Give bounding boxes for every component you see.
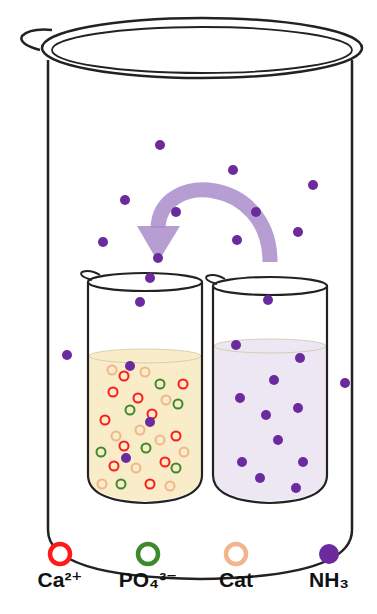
ion-ring — [142, 444, 151, 453]
ion-ring — [98, 480, 107, 489]
legend-swatch — [226, 544, 246, 564]
ion-ring — [120, 442, 129, 451]
ammonia-dot — [298, 457, 308, 467]
ammonia-dot — [120, 195, 130, 205]
ion-ring — [101, 416, 110, 425]
legend-swatch — [50, 544, 70, 564]
right-beaker-liquid-surface — [214, 339, 326, 353]
ammonia-dot — [232, 235, 242, 245]
right-beaker-body — [213, 286, 327, 503]
ammonia-dot — [308, 180, 318, 190]
ion-ring — [174, 400, 183, 409]
ion-ring — [109, 388, 118, 397]
ion-ring — [156, 380, 165, 389]
right-beaker-spout — [206, 275, 225, 284]
transfer-arrowhead — [137, 226, 180, 262]
ammonia-dot — [273, 435, 283, 445]
ammonia-dot — [135, 297, 145, 307]
ammonia-dot — [231, 340, 241, 350]
ion-ring — [172, 432, 181, 441]
ion-ring — [108, 366, 117, 375]
ion-ring — [134, 394, 143, 403]
left-beaker-spout — [81, 271, 100, 280]
ammonia-dot — [255, 473, 265, 483]
legend-label: Ca²⁺ — [15, 568, 105, 591]
legend-swatch-box — [191, 540, 281, 568]
legend-swatch — [319, 544, 339, 564]
legend-label: NH₃ — [284, 568, 374, 591]
ion-ring — [97, 448, 106, 457]
ion-ring — [179, 380, 188, 389]
ion-ring — [141, 368, 150, 377]
ion-ring — [156, 436, 165, 445]
transfer-arrow — [158, 190, 270, 262]
large-beaker-body — [48, 60, 352, 579]
ammonia-dot — [269, 375, 279, 385]
ammonia-dot — [237, 457, 247, 467]
ion-ring — [166, 482, 175, 491]
legend-swatch-box — [103, 540, 193, 568]
ion-ring — [126, 406, 135, 415]
ammonia-dot — [235, 393, 245, 403]
ammonia-dot — [121, 453, 131, 463]
legend-item: NH₃ — [284, 540, 374, 591]
ammonia-dot — [155, 140, 165, 150]
legend-item: Ca²⁺ — [15, 540, 105, 591]
ion-ring — [136, 426, 145, 435]
ion-ring — [146, 480, 155, 489]
ammonia-dot — [340, 378, 350, 388]
legend-label: Cat — [191, 568, 281, 591]
ammonia-dot — [293, 227, 303, 237]
ammonia-dot — [171, 207, 181, 217]
ion-ring — [112, 432, 121, 441]
ion-ring — [162, 396, 171, 405]
legend-label: PO₄³⁻ — [103, 568, 193, 591]
large-beaker-rim — [42, 18, 362, 78]
legend-item: Cat — [191, 540, 281, 591]
legend-swatch-box — [15, 540, 105, 568]
ammonia-dot — [153, 253, 163, 263]
left-beaker-rim — [88, 273, 202, 291]
ammonia-dot — [295, 353, 305, 363]
right-beaker-rim — [213, 277, 327, 295]
ion-ring — [161, 458, 170, 467]
ammonia-dot — [261, 410, 271, 420]
ion-ring — [120, 372, 129, 381]
right-beaker-liquid — [214, 346, 326, 501]
ion-ring — [132, 464, 141, 473]
large-beaker-rim-inner — [52, 27, 352, 73]
ammonia-dot — [125, 361, 135, 371]
ammonia-dot — [145, 417, 155, 427]
ammonia-dot — [62, 350, 72, 360]
left-beaker-liquid-surface — [89, 349, 201, 363]
ammonia-dot — [291, 483, 301, 493]
left-beaker-body — [88, 282, 202, 503]
legend-swatch-box — [284, 540, 374, 568]
left-beaker-liquid — [89, 356, 201, 501]
ammonia-dot — [251, 207, 261, 217]
legend-item: PO₄³⁻ — [103, 540, 193, 591]
ion-ring — [117, 480, 126, 489]
ammonia-dot — [228, 165, 238, 175]
ammonia-dot — [145, 273, 155, 283]
ion-ring — [110, 462, 119, 471]
ion-ring — [180, 448, 189, 457]
ion-ring — [172, 464, 181, 473]
ammonia-dot — [293, 403, 303, 413]
ammonia-dot — [263, 295, 273, 305]
ammonia-dot — [98, 237, 108, 247]
legend-swatch — [138, 544, 158, 564]
